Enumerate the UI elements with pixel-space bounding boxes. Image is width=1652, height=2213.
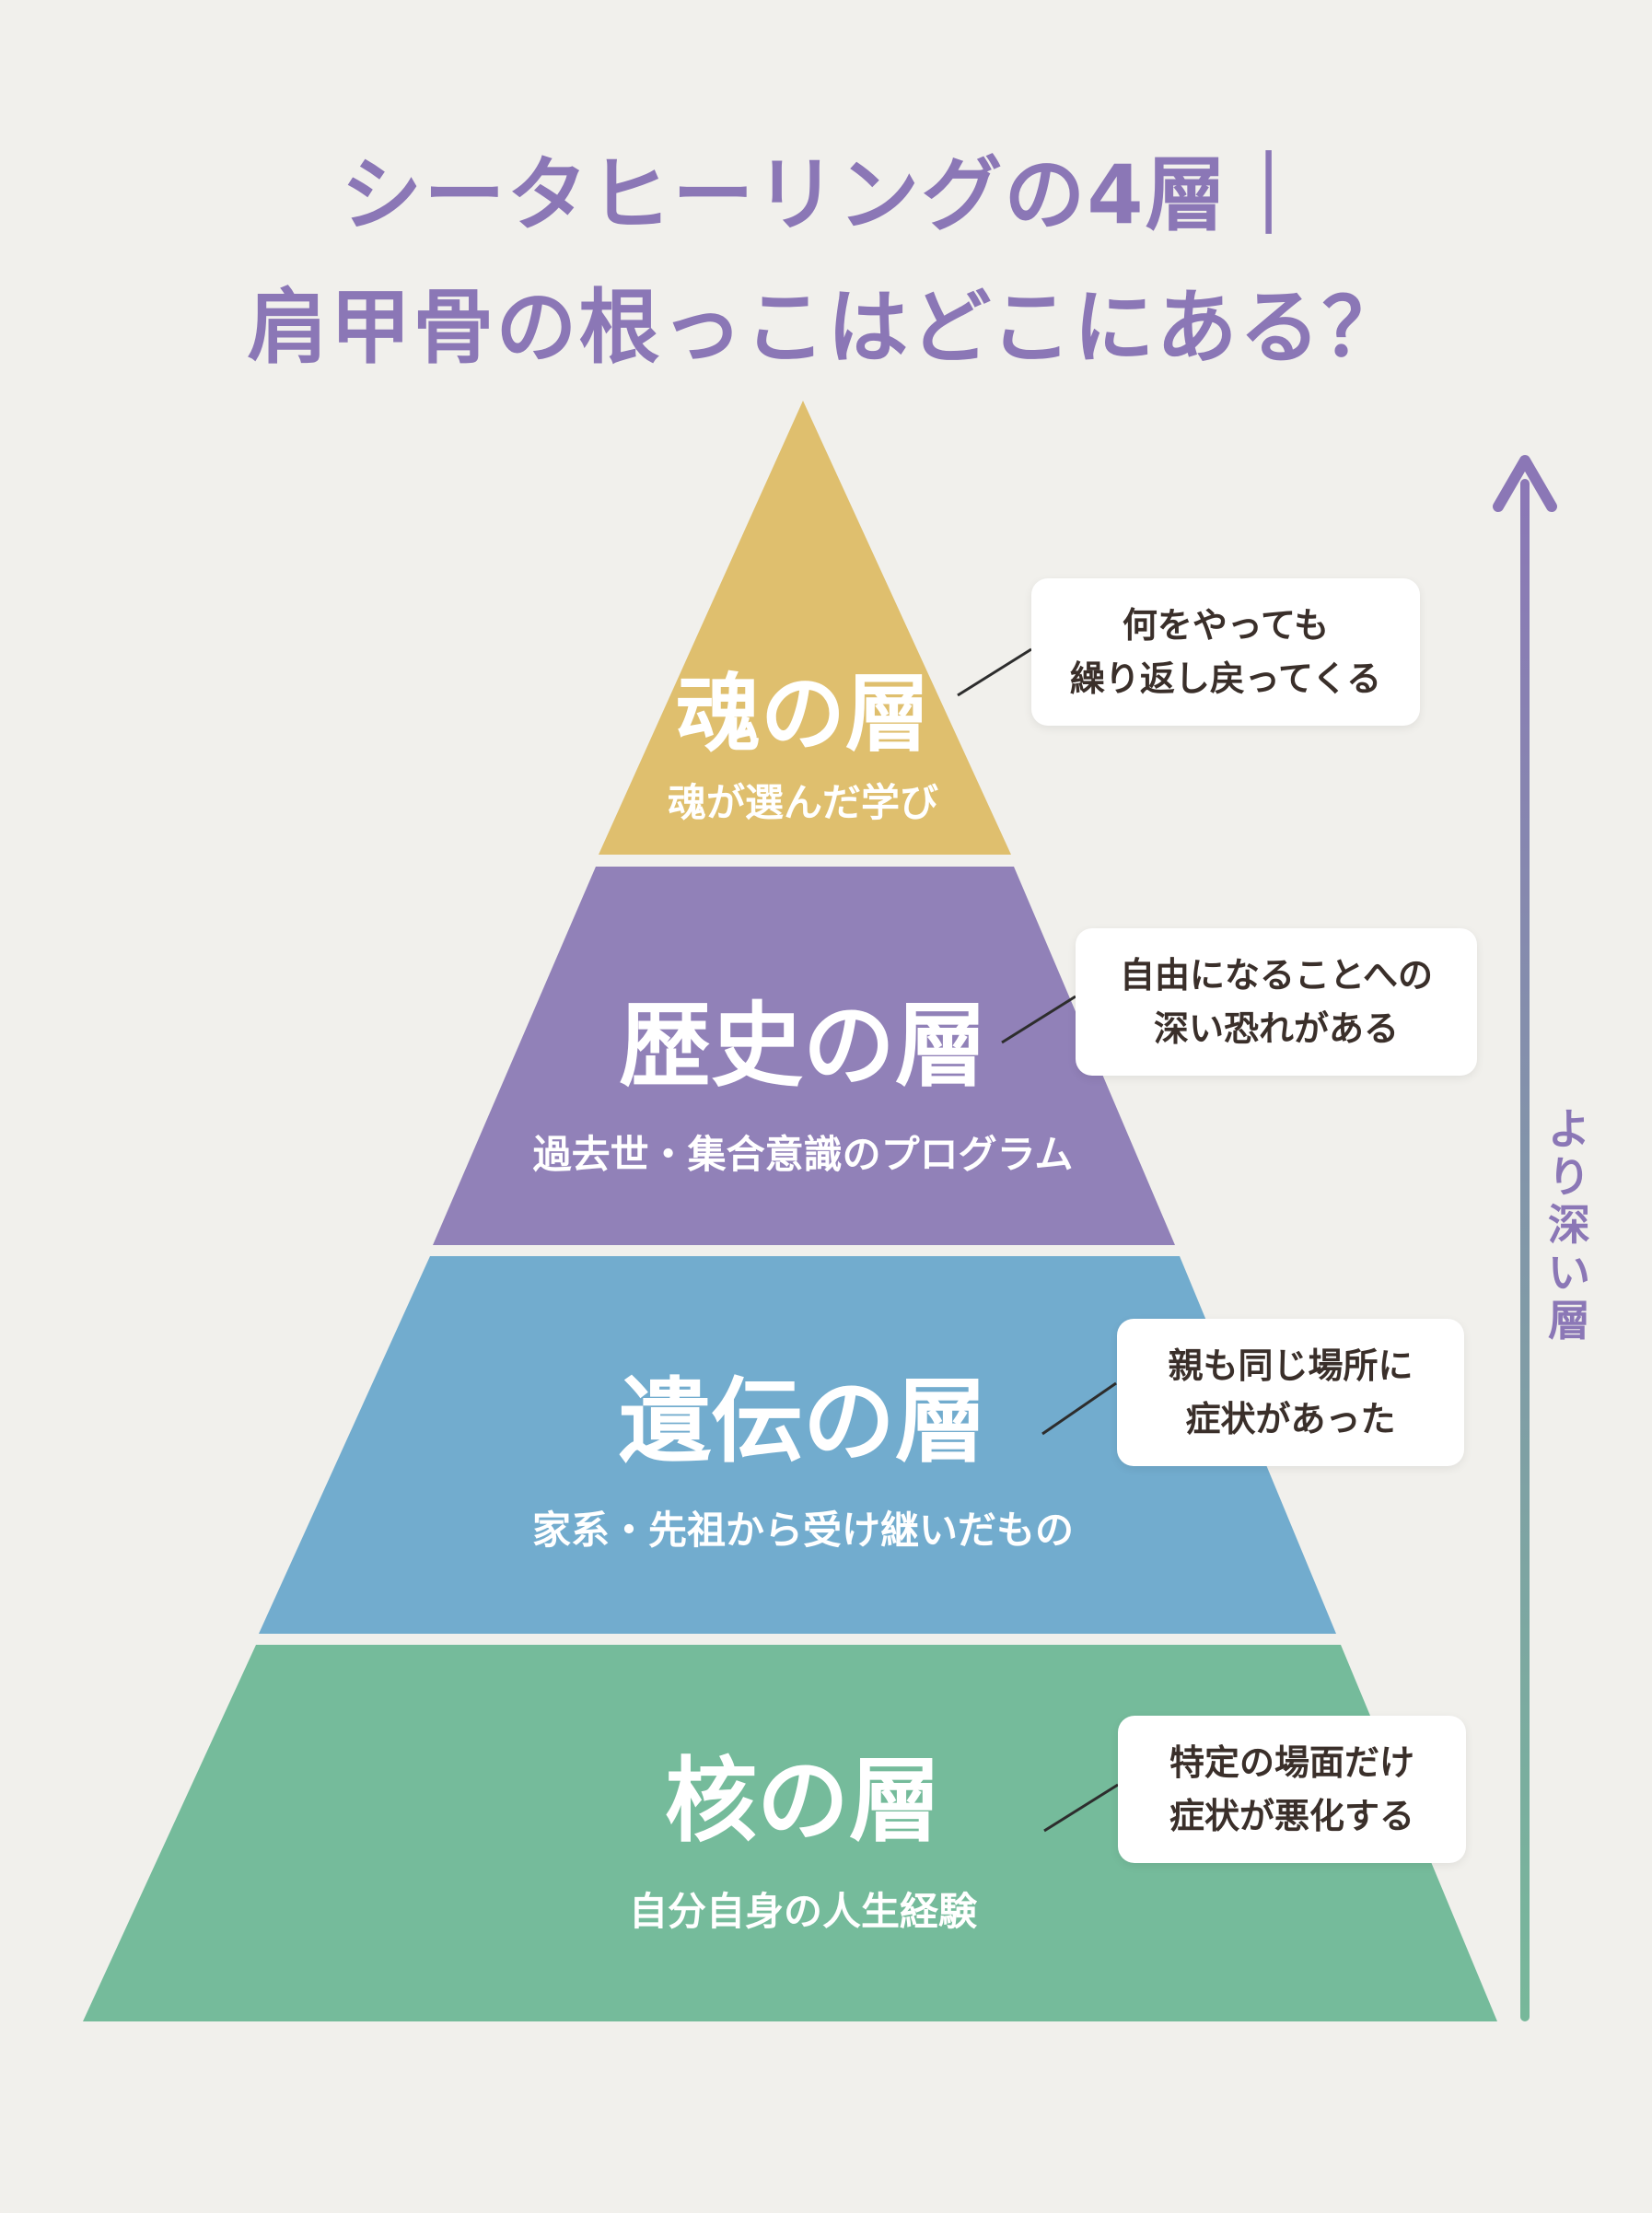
callout-history-line-2: 深い恐れがある — [1153, 1008, 1399, 1049]
layer-soul-description: 魂が選んだ学び — [668, 780, 938, 825]
callout-genetic: 親も同じ場所に 症状があった — [1117, 1319, 1464, 1466]
connector-soul — [957, 647, 1032, 697]
deeper-label-char: よ — [1548, 1104, 1590, 1154]
callout-core: 特定の場面だけ 症状が悪化する — [1118, 1716, 1466, 1863]
deeper-label-char: い — [1548, 1248, 1590, 1298]
deeper-label-char: 深 — [1548, 1200, 1590, 1250]
layer-core-description: 自分自身の人生経験 — [629, 1889, 978, 1934]
callout-history-line-1: 自由になることへの — [1119, 955, 1434, 996]
connector-history — [1001, 995, 1076, 1044]
layer-soul-shape — [599, 401, 1011, 855]
title-line-1: シータヒーリングの4層｜ — [341, 147, 1311, 242]
deeper-label-char: 層 — [1548, 1296, 1590, 1345]
layer-soul-title: 魂の層 — [676, 665, 930, 763]
layer-history-description: 過去世・集合意識のプログラム — [533, 1132, 1074, 1177]
page-title: シータヒーリングの4層｜ 肩甲骨の根っこはどこにある？ — [0, 129, 1652, 394]
title-line-2: 肩甲骨の根っこはどこにある？ — [247, 280, 1405, 375]
connector-genetic — [1041, 1381, 1117, 1436]
callout-genetic-line-1: 親も同じ場所に — [1168, 1345, 1414, 1386]
connector-core — [1043, 1783, 1119, 1833]
deeper-layer-label: より深い層 — [1541, 1105, 1597, 1345]
callout-history: 自由になることへの 深い恐れがある — [1076, 928, 1477, 1076]
layer-history-shape — [433, 867, 1175, 1245]
callout-soul: 何をやっても 繰り返し戻ってくる — [1031, 578, 1420, 726]
arrow-up-icon — [1493, 455, 1557, 512]
layer-genetic-shape — [259, 1256, 1336, 1634]
callout-core-line-2: 症状が悪化する — [1169, 1796, 1414, 1836]
layer-genetic-description: 家系・先祖から受け継いだもの — [532, 1508, 1074, 1553]
layer-core-title: 核の層 — [665, 1747, 941, 1855]
callout-soul-line-2: 繰り返し戻ってくる — [1069, 658, 1382, 699]
deeper-arrow-shaft — [1520, 479, 1530, 2021]
layer-history-title: 歴史の層 — [619, 992, 987, 1100]
callout-soul-line-1: 何をやっても — [1122, 605, 1330, 646]
deeper-label-char: り — [1548, 1152, 1590, 1202]
callout-genetic-line-2: 症状があった — [1185, 1399, 1396, 1439]
callout-core-line-1: 特定の場面だけ — [1169, 1742, 1414, 1783]
layer-genetic-title: 遺伝の層 — [619, 1368, 987, 1475]
